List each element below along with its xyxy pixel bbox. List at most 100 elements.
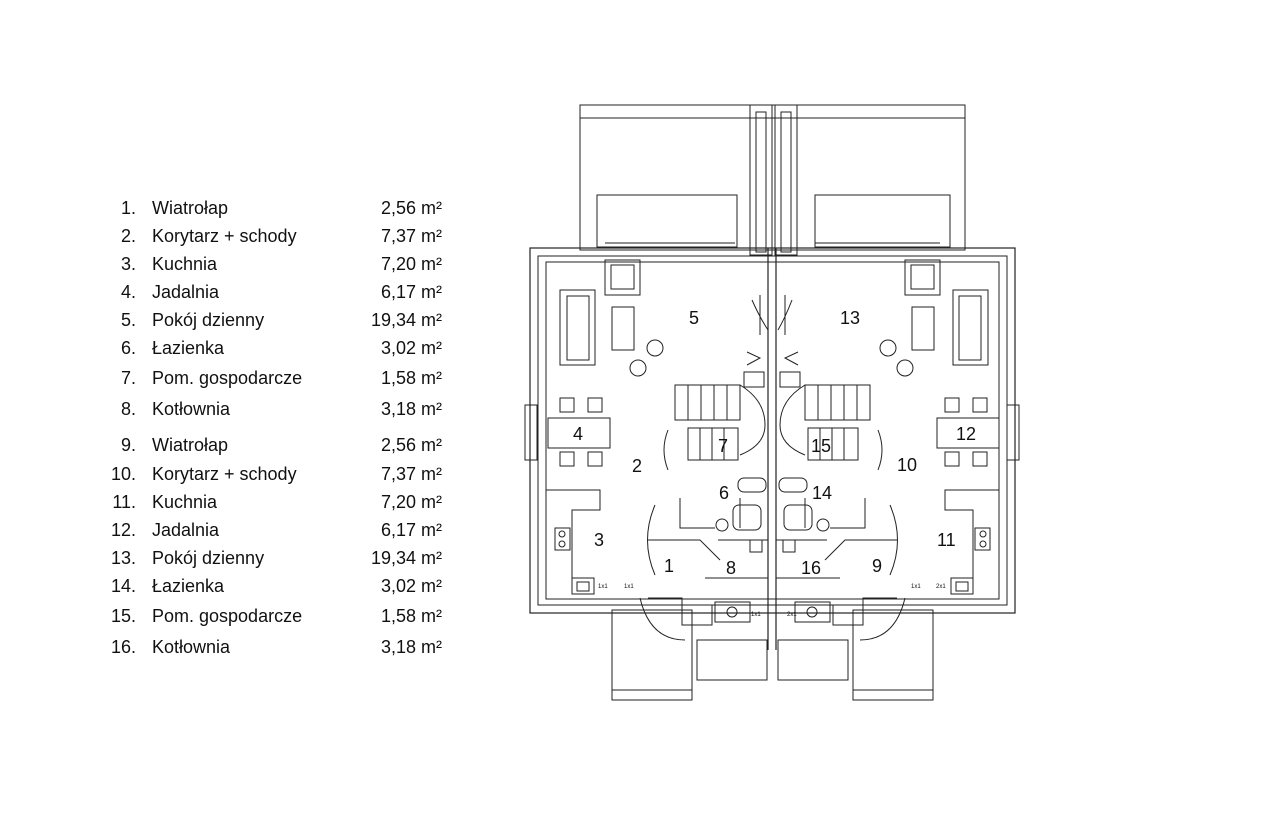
room-label-11: 11 [937, 530, 956, 550]
legend-room-name: Korytarz + schody [152, 226, 297, 246]
room-label-1: 1 [664, 556, 674, 576]
appliance-tag: 1x1 [911, 584, 921, 590]
front-entrance-left [611, 609, 768, 701]
legend-number: 4. [120, 282, 136, 302]
dining-table-right [936, 397, 1000, 467]
legend-room-name: Wiatrołap [152, 435, 229, 455]
room-label-2: 2 [632, 456, 642, 476]
legend-area: 19,34 m² [370, 548, 442, 568]
interior-walls-left [546, 477, 768, 641]
legend-row: 14. Łazienka 3,02 m² [100, 573, 450, 599]
room-label-5: 5 [689, 308, 699, 328]
room-label-15: 15 [811, 436, 831, 456]
legend-area: 19,34 m² [370, 310, 442, 330]
legend-area: 2,56 m² [380, 435, 442, 455]
legend-area: 2,56 m² [380, 198, 442, 218]
front-entrance-right [777, 609, 934, 701]
room-label-7: 7 [718, 436, 728, 456]
legend-area: 7,20 m² [380, 254, 442, 274]
staircase-left [663, 384, 766, 471]
interior-walls-right [776, 477, 999, 641]
legend-room-name: Pokój dzienny [152, 548, 265, 568]
legend-number: 15. [110, 606, 136, 626]
legend-number: 1. [120, 198, 136, 218]
legend-area: 7,37 m² [380, 226, 442, 246]
legend-room-name: Jadalnia [152, 520, 220, 540]
legend-area: 1,58 m² [380, 368, 442, 388]
legend-room-name: Pokój dzienny [152, 310, 265, 330]
room-label-16: 16 [801, 558, 821, 578]
legend-number: 5. [120, 310, 136, 330]
legend-room-name: Pom. gospodarcze [152, 606, 303, 626]
appliance-tag: 1x1 [624, 584, 634, 590]
legend-area: 1,58 m² [380, 606, 442, 626]
room-label-3: 3 [594, 530, 604, 550]
legend-row: 4. Jadalnia 6,17 m² [100, 279, 450, 305]
room-label-4: 4 [573, 424, 583, 444]
legend-row: 1. Wiatrołap 2,56 m² [100, 195, 450, 221]
staircase-right [779, 384, 883, 471]
room-numbers: 1 2 3 4 5 6 7 8 9 10 11 12 13 14 15 16 [573, 308, 976, 578]
legend-number: 10. [110, 464, 136, 484]
legend-number: 8. [120, 399, 136, 419]
legend-area: 6,17 m² [380, 520, 442, 540]
legend-number: 3. [120, 254, 136, 274]
legend-number: 13. [110, 548, 136, 568]
legend-number: 7. [120, 368, 136, 388]
room-label-6: 6 [719, 483, 729, 503]
legend-number: 2. [120, 226, 136, 246]
legend-room-name: Jadalnia [152, 282, 220, 302]
legend-room-name: Kotłownia [152, 637, 231, 657]
legend-row: 2. Korytarz + schody 7,37 m² [100, 223, 450, 249]
legend-row: 5. Pokój dzienny 19,34 m² [100, 307, 450, 333]
legend-area: 3,18 m² [380, 637, 442, 657]
appliance-tag: 2x1 [787, 612, 797, 618]
legend-row: 6. Łazienka 3,02 m² [100, 335, 450, 361]
legend-room-name: Kuchnia [152, 492, 218, 512]
living-room-furniture-left [559, 259, 769, 388]
legend-room-name: Kuchnia [152, 254, 218, 274]
rear-terrace [579, 104, 966, 256]
room-label-10: 10 [897, 455, 917, 475]
legend-area: 3,02 m² [380, 338, 442, 358]
legend-row: 7. Pom. gospodarcze 1,58 m² [100, 365, 450, 391]
windows [524, 242, 1020, 461]
legend-area: 6,17 m² [380, 282, 442, 302]
legend-number: 11. [112, 492, 136, 512]
legend-room-name: Wiatrołap [152, 198, 229, 218]
room-label-14: 14 [812, 483, 832, 503]
appliance-tags: 1x1 1x1 1x1 1x1 2x1 2x1 [598, 584, 946, 618]
appliance-tag: 1x1 [598, 584, 608, 590]
legend-number: 16. [110, 637, 136, 657]
legend-room-name: Łazienka [152, 338, 225, 358]
legend-number: 12. [110, 520, 136, 540]
legend-row: 15. Pom. gospodarcze 1,58 m² [100, 603, 450, 629]
dining-table-left [547, 397, 611, 467]
legend-row: 10. Korytarz + schody 7,37 m² [100, 461, 450, 487]
room-label-13: 13 [840, 308, 860, 328]
legend-row: 16. Kotłownia 3,18 m² [100, 634, 450, 660]
legend-area: 3,18 m² [380, 399, 442, 419]
legend-room-name: Kotłownia [152, 399, 231, 419]
legend-number: 6. [120, 338, 136, 358]
legend-number: 14. [110, 576, 136, 596]
legend-room-name: Łazienka [152, 576, 225, 596]
appliance-tag: 1x1 [751, 612, 761, 618]
room-label-12: 12 [956, 424, 976, 444]
room-label-9: 9 [872, 556, 882, 576]
legend-row: 9. Wiatrołap 2,56 m² [100, 432, 450, 458]
legend-row: 3. Kuchnia 7,20 m² [100, 251, 450, 277]
appliance-tag: 2x1 [936, 584, 946, 590]
legend-number: 9. [120, 435, 136, 455]
legend-room-name: Pom. gospodarcze [152, 368, 303, 388]
legend-row: 8. Kotłownia 3,18 m² [100, 396, 450, 422]
legend-row: 12. Jadalnia 6,17 m² [100, 517, 450, 543]
living-room-furniture-right [777, 259, 989, 388]
legend-area: 3,02 m² [380, 576, 442, 596]
legend-row: 13. Pokój dzienny 19,34 m² [100, 545, 450, 571]
legend-room-name: Korytarz + schody [152, 464, 297, 484]
room-label-8: 8 [726, 558, 736, 578]
legend-area: 7,37 m² [380, 464, 442, 484]
